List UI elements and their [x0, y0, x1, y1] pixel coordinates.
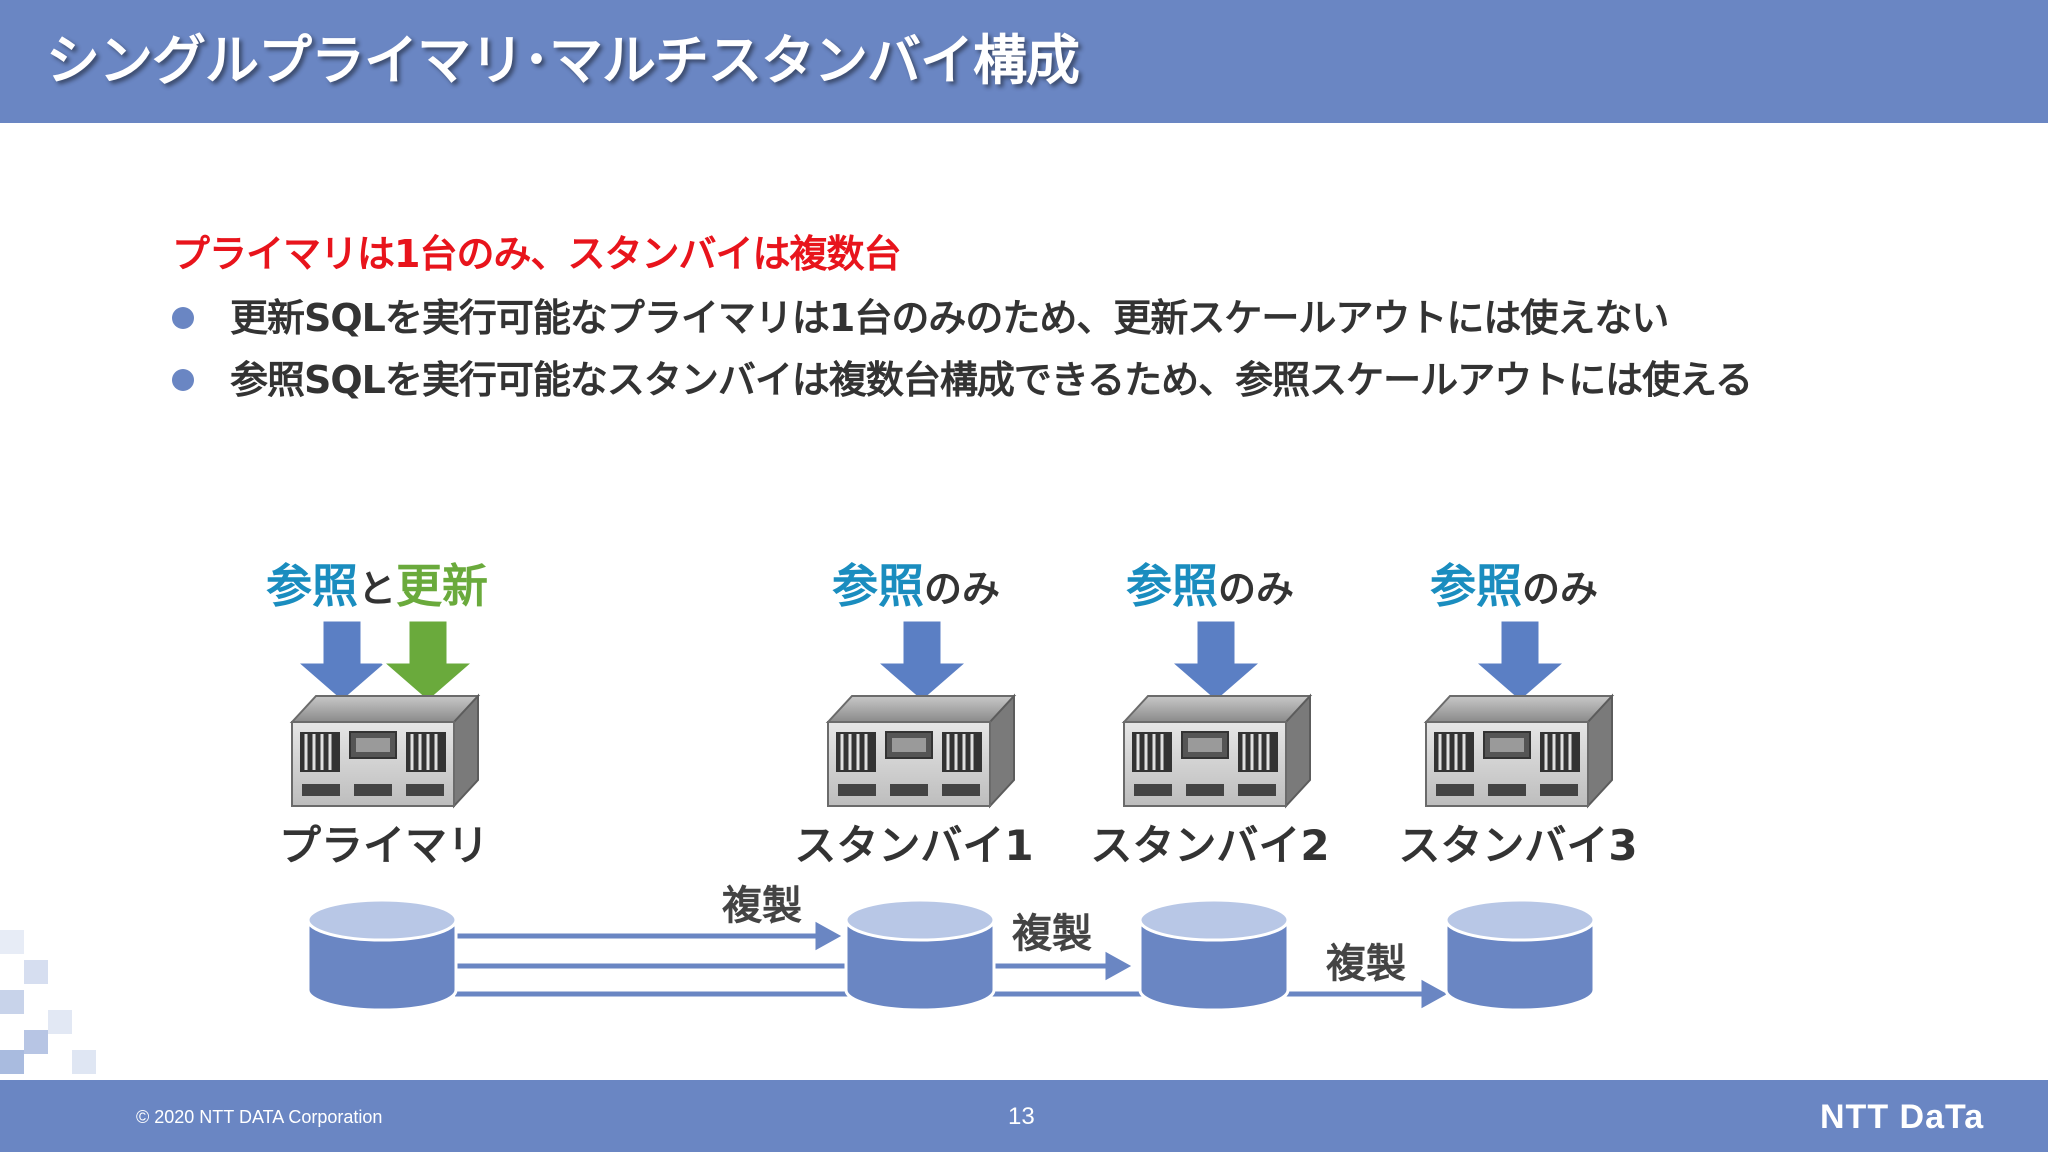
slide-title: シングルプライマリ･マルチスタンバイ構成 [46, 29, 1080, 92]
headline: プライマリは1台のみ、スタンバイは複数台 [172, 232, 901, 276]
page-number: 13 [1008, 1103, 1035, 1130]
standby-name: スタンバイ2 [1090, 821, 1330, 870]
standby-name: スタンバイ3 [1398, 821, 1638, 870]
footer-bar [0, 1080, 2048, 1152]
only-label: のみ [924, 567, 1001, 611]
write-label: 更新 [396, 559, 489, 613]
read-label: 参照 [1126, 559, 1218, 613]
standby-server-icon [1122, 694, 1312, 808]
primary-database-icon [306, 898, 458, 1012]
read-arrow [874, 618, 970, 704]
primary-access-label: 参照と更新 [266, 556, 488, 619]
bullet-text: 参照SQLを実行可能なスタンバイは複数台構成できるため、参照スケールアウトには使… [230, 358, 1753, 402]
bullet-text: 更新SQLを実行可能なプライマリは1台のみのため、更新スケールアウトには使えない [230, 296, 1669, 340]
standby-server-icon [826, 694, 1016, 808]
copyright-text: © 2020 NTT DATA Corporation [136, 1107, 383, 1127]
read-arrow [1168, 618, 1264, 704]
decorative-mosaic [0, 930, 96, 1152]
standby1-access-label: 参照のみ [832, 556, 1000, 619]
primary-server-icon [290, 694, 480, 808]
read-label: 参照 [1430, 559, 1522, 613]
standby2-access-label: 参照のみ [1126, 556, 1294, 619]
standby-database-icon [1444, 898, 1596, 1012]
read-arrow [1472, 618, 1568, 704]
read-label: 参照 [832, 559, 924, 613]
bullet-dot [172, 307, 194, 329]
standby-server-icon [1424, 694, 1614, 808]
standby-database-icon [844, 898, 996, 1012]
replication-label: 複製 [1326, 941, 1406, 987]
bullet-item: 更新SQLを実行可能なプライマリは1台のみのため、更新スケールアウトには使えない [172, 292, 1669, 344]
only-label: のみ [1522, 567, 1599, 611]
replication-label: 複製 [1012, 911, 1092, 957]
read-arrow [294, 618, 390, 704]
standby-name: スタンバイ1 [794, 821, 1034, 870]
replication-label: 複製 [722, 883, 802, 929]
bullet-dot [172, 369, 194, 391]
title-bar [0, 0, 2048, 123]
only-label: のみ [1218, 567, 1295, 611]
conj-label: と [358, 567, 397, 611]
standby-database-icon [1138, 898, 1290, 1012]
standby3-access-label: 参照のみ [1430, 556, 1598, 619]
primary-name: プライマリ [278, 821, 489, 870]
bullet-item: 参照SQLを実行可能なスタンバイは複数台構成できるため、参照スケールアウトには使… [172, 354, 1753, 406]
company-logo: NTT DaTa [1820, 1098, 1985, 1136]
read-label: 参照 [266, 559, 358, 613]
write-arrow [380, 618, 476, 704]
